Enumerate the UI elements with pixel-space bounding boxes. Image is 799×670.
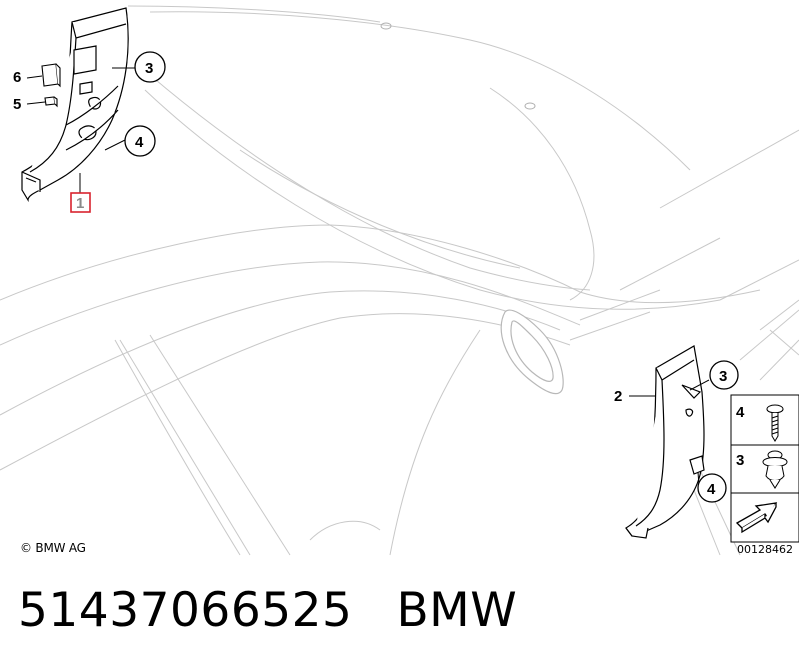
svg-text:6: 6	[13, 69, 21, 86]
b-pillar-trim-part-2	[625, 345, 705, 539]
svg-text:1: 1	[76, 195, 84, 212]
svg-text:3: 3	[719, 368, 727, 385]
callout-4-top: 4	[124, 125, 156, 157]
fastener-legend: 4 3	[730, 394, 799, 543]
callout-1-highlighted: 1	[70, 192, 91, 213]
screw-icon	[766, 404, 784, 442]
svg-text:5: 5	[13, 96, 21, 113]
part-caption: 51437066525 BMW	[18, 583, 517, 638]
brand-name: BMW	[396, 583, 518, 638]
clip-icon	[762, 450, 788, 489]
rear-view-mirror	[500, 309, 564, 395]
svg-text:3: 3	[736, 452, 744, 469]
callout-3-right: 3	[709, 360, 739, 390]
copyright-notice: © BMW AG	[20, 541, 86, 555]
callout-5: 5	[13, 96, 21, 113]
svg-text:2: 2	[614, 388, 622, 405]
svg-text:4: 4	[707, 481, 716, 498]
svg-text:4: 4	[135, 134, 144, 151]
part-number: 51437066525	[18, 583, 353, 638]
cover-part-6	[41, 63, 61, 88]
a-pillar-trim-part-1	[21, 7, 129, 203]
svg-text:4: 4	[736, 404, 745, 421]
callout-6: 6	[13, 69, 21, 86]
parts-diagram: 6 5 3 4 1 2 3 4 4 3	[0, 5, 799, 556]
roof-clip-marks	[380, 22, 536, 110]
svg-text:3: 3	[145, 60, 153, 77]
diagram-id: 00128462	[737, 543, 793, 556]
clip-part-5	[44, 96, 58, 108]
callout-3-top: 3	[134, 51, 166, 83]
leader-lines	[26, 67, 710, 487]
direction-arrow-icon	[735, 502, 778, 534]
callout-4-right: 4	[697, 473, 727, 503]
callout-2: 2	[614, 388, 622, 405]
car-body-outline	[0, 5, 799, 556]
